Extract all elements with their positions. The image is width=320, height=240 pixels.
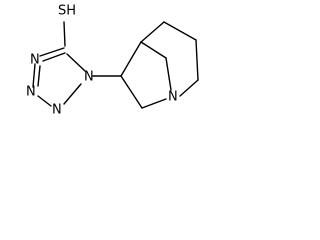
- bond-n1-n2: [63, 83, 82, 105]
- thiol-label: SH: [58, 4, 76, 19]
- quinuclidine-cage: [120, 21, 199, 109]
- chemical-structure-diagram: SH N N N N N: [26, 4, 199, 118]
- bond-c3-c4: [120, 41, 142, 77]
- bond-n4-c5: [39, 47, 65, 57]
- bond-cright-clowright: [195, 39, 199, 81]
- ring-nitrogen-1-label: N: [84, 70, 94, 85]
- bond-c4-cmid: [140, 41, 167, 59]
- tetrazole-ring: [32, 21, 122, 107]
- bond-c2-n: [141, 98, 167, 109]
- bond-c3-c2: [120, 75, 143, 109]
- bond-clowright-n: [179, 79, 199, 97]
- bond-n3-n4: [32, 63, 36, 88]
- bond-c5-s: [63, 21, 66, 47]
- bond-cmid-n: [165, 57, 172, 91]
- ring-nitrogen-2-label: N: [52, 103, 62, 118]
- bond-n4-c5-double: [42, 52, 66, 62]
- bond-ctop-cright: [163, 21, 197, 41]
- bond-c4-ctop: [140, 21, 165, 43]
- bond-n3-n4-double: [37, 65, 41, 87]
- ring-nitrogen-3-label: N: [26, 85, 36, 100]
- bond-c5-n1: [66, 53, 86, 72]
- bond-n2-n3: [37, 95, 52, 107]
- bridgehead-nitrogen-label: N: [168, 90, 178, 105]
- ring-nitrogen-4-label: N: [30, 53, 40, 68]
